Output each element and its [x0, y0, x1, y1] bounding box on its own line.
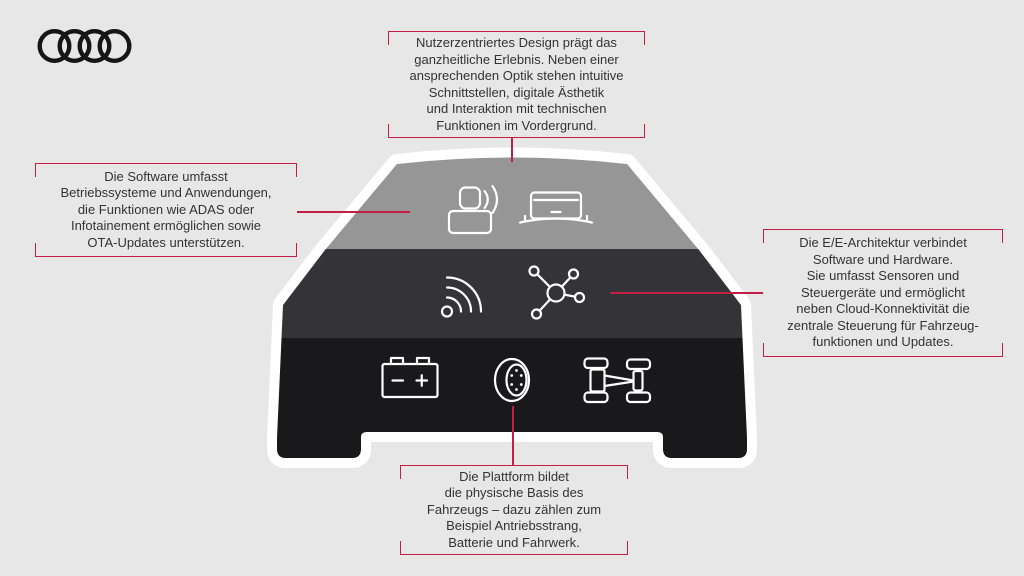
audi-rings-icon	[37, 28, 132, 64]
corner-mark	[763, 343, 764, 356]
tire-icon	[493, 357, 531, 403]
corner-mark	[644, 32, 645, 45]
connector-design	[511, 138, 513, 162]
callout-design-text: Nutzerzentriertes Design prägt das ganzh…	[409, 35, 624, 133]
corner-mark	[763, 230, 764, 243]
corner-mark	[1002, 343, 1003, 356]
callout-design: Nutzerzentriertes Design prägt das ganzh…	[388, 31, 645, 138]
corner-mark	[388, 32, 389, 45]
connector-ee-architecture	[610, 292, 763, 294]
corner-mark	[400, 466, 401, 479]
connectivity-signal-icon	[440, 276, 483, 318]
chassis-icon	[583, 357, 652, 404]
connector-software	[297, 211, 410, 213]
voice-assistant-icon	[447, 184, 499, 235]
network-hub-icon	[528, 265, 586, 320]
battery-icon	[381, 356, 439, 399]
callout-software: Die Software umfasst Betriebssysteme und…	[35, 163, 297, 257]
callout-software-text: Die Software umfasst Betriebssysteme und…	[60, 168, 272, 250]
corner-mark	[35, 243, 36, 256]
platform-layer	[277, 338, 747, 458]
callout-platform: Die Plattform bildet die physische Basis…	[400, 465, 628, 555]
corner-mark	[1002, 230, 1003, 243]
corner-mark	[627, 466, 628, 479]
callout-platform-text: Die Plattform bildet die physische Basis…	[426, 468, 602, 550]
corner-mark	[627, 541, 628, 554]
corner-mark	[35, 164, 36, 177]
corner-mark	[644, 124, 645, 137]
corner-mark	[296, 243, 297, 256]
connector-platform	[512, 406, 514, 466]
callout-ee-architecture-text: Die E/E-Architektur verbindet Software u…	[787, 235, 979, 350]
corner-mark	[400, 541, 401, 554]
callout-ee-architecture: Die E/E-Architektur verbindet Software u…	[763, 229, 1003, 357]
corner-mark	[296, 164, 297, 177]
corner-mark	[388, 124, 389, 137]
cockpit-display-icon	[518, 191, 594, 224]
